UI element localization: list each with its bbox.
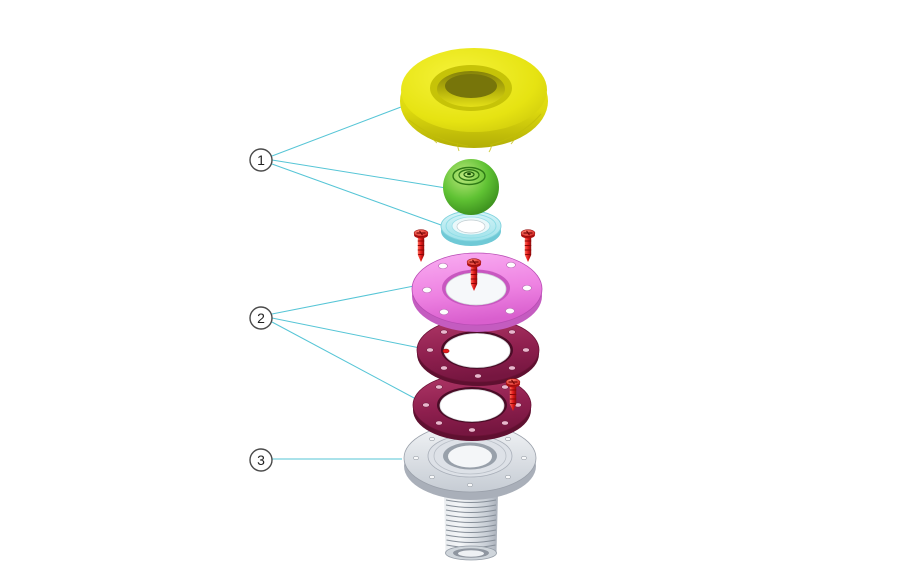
callout-line [271,285,415,315]
upper-gasket-bore [443,333,511,368]
callout-3-badge [249,448,273,472]
eyeball-swirl-mid [458,169,480,181]
callout-1-badge [249,148,273,172]
callout-3-label: 3 [257,452,265,468]
callout-1-label: 1 [257,152,265,168]
locking-ring [440,210,502,246]
body-opening [448,445,492,468]
callout-line [271,317,421,349]
front-flange [411,252,543,332]
screw-tip [442,348,450,354]
front-flange-holes [422,261,532,316]
locking-ring-bore [456,219,486,234]
eyeball-sphere [443,159,499,215]
eyeball-nozzle [443,159,499,215]
eyeball-swirl-outer [452,166,486,186]
lower-gasket-bore [439,389,505,422]
upper-gasket [416,317,540,386]
cover-cap [400,48,548,153]
body-flange-holes [413,428,527,487]
cover-cap-ribs [408,113,542,153]
eyeball-swirl-inner [463,171,475,178]
fixing-screw [413,229,429,263]
callout-2-badge [249,306,273,330]
callout-line [271,321,417,400]
pipe-end-bore [458,550,484,557]
callout-line [271,159,447,189]
callouts: 1 2 3 [249,148,273,472]
wall-fitting-body [403,423,537,561]
lower-gasket [412,373,532,441]
cover-cap-hole-shadow [445,74,497,98]
callout-line [271,106,402,157]
callout-line [271,163,442,226]
fixing-screw [520,229,536,263]
callout-2-label: 2 [257,310,265,326]
eyeball-slot [467,172,471,176]
callout-lines [271,106,447,460]
